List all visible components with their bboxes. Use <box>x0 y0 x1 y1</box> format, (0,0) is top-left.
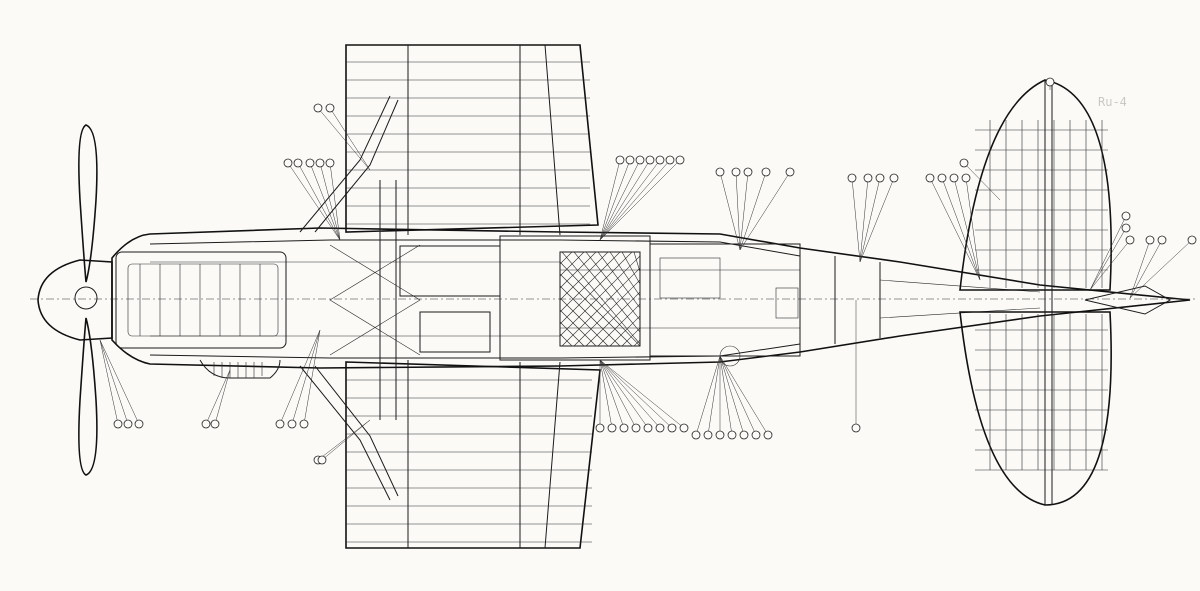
callout-marker <box>317 419 371 465</box>
propeller <box>37 124 113 476</box>
callout-marker <box>599 359 653 433</box>
callout-labels <box>99 77 1197 465</box>
callout-marker <box>1129 235 1167 299</box>
callout-marker <box>719 355 737 440</box>
fuselage <box>111 227 1191 369</box>
callout-marker <box>595 360 605 433</box>
callout-marker <box>599 359 665 433</box>
callout-marker <box>739 167 753 251</box>
callout-marker <box>1045 77 1055 90</box>
upper-wing-panel <box>345 44 599 236</box>
callout-marker <box>201 369 231 429</box>
callout-marker <box>599 359 629 433</box>
callout-marker <box>949 173 981 281</box>
callout-marker <box>739 167 771 251</box>
callout-marker <box>1089 211 1131 291</box>
callout-marker <box>847 173 861 263</box>
callout-marker <box>703 355 721 440</box>
callout-marker <box>315 158 341 241</box>
engine-bay <box>115 251 287 379</box>
callout-marker <box>1089 223 1131 291</box>
tail-section <box>959 79 1172 506</box>
callout-marker <box>275 329 321 429</box>
callout-marker <box>599 155 625 241</box>
callout-marker <box>599 359 677 433</box>
callout-marker <box>739 167 795 251</box>
callout-marker <box>859 173 885 263</box>
callout-marker <box>859 173 899 263</box>
callout-marker <box>715 356 725 440</box>
callout-marker <box>1089 235 1135 291</box>
callout-marker <box>599 155 655 241</box>
wing-root-structure <box>299 95 501 501</box>
callout-marker <box>293 158 341 241</box>
callout-marker <box>99 339 123 429</box>
callout-marker <box>599 155 685 241</box>
callout-marker <box>715 167 741 251</box>
callout-marker <box>287 329 321 429</box>
lower-wing-panel <box>345 360 601 549</box>
callout-marker <box>859 173 873 263</box>
callout-marker <box>299 329 321 429</box>
callout-marker <box>99 339 133 429</box>
callout-marker <box>325 158 341 241</box>
callout-marker <box>925 173 981 281</box>
cockpit-section <box>499 235 801 367</box>
callout-marker <box>325 103 371 171</box>
callout-marker <box>1129 235 1155 299</box>
callout-marker <box>599 155 665 241</box>
callout-marker <box>719 355 749 440</box>
callout-marker <box>313 103 371 171</box>
callout-marker <box>961 173 981 281</box>
callout-marker <box>719 355 773 440</box>
callout-marker <box>599 359 617 433</box>
callout-marker <box>719 355 761 440</box>
callout-marker <box>599 155 675 241</box>
callout-marker <box>599 155 645 241</box>
corner-mark: Ru-4 <box>1098 95 1127 109</box>
callout-marker <box>599 359 641 433</box>
callout-marker <box>599 155 635 241</box>
callout-marker <box>691 355 721 440</box>
callout-marker <box>851 300 861 433</box>
callout-marker <box>599 359 689 433</box>
callout-marker <box>283 158 341 241</box>
callout-marker <box>210 369 231 429</box>
callout-marker <box>731 167 741 251</box>
callout-marker <box>305 158 341 241</box>
callout-marker <box>937 173 981 281</box>
callout-marker <box>1129 235 1197 299</box>
callout-marker <box>99 339 144 429</box>
callout-marker <box>959 158 1001 201</box>
